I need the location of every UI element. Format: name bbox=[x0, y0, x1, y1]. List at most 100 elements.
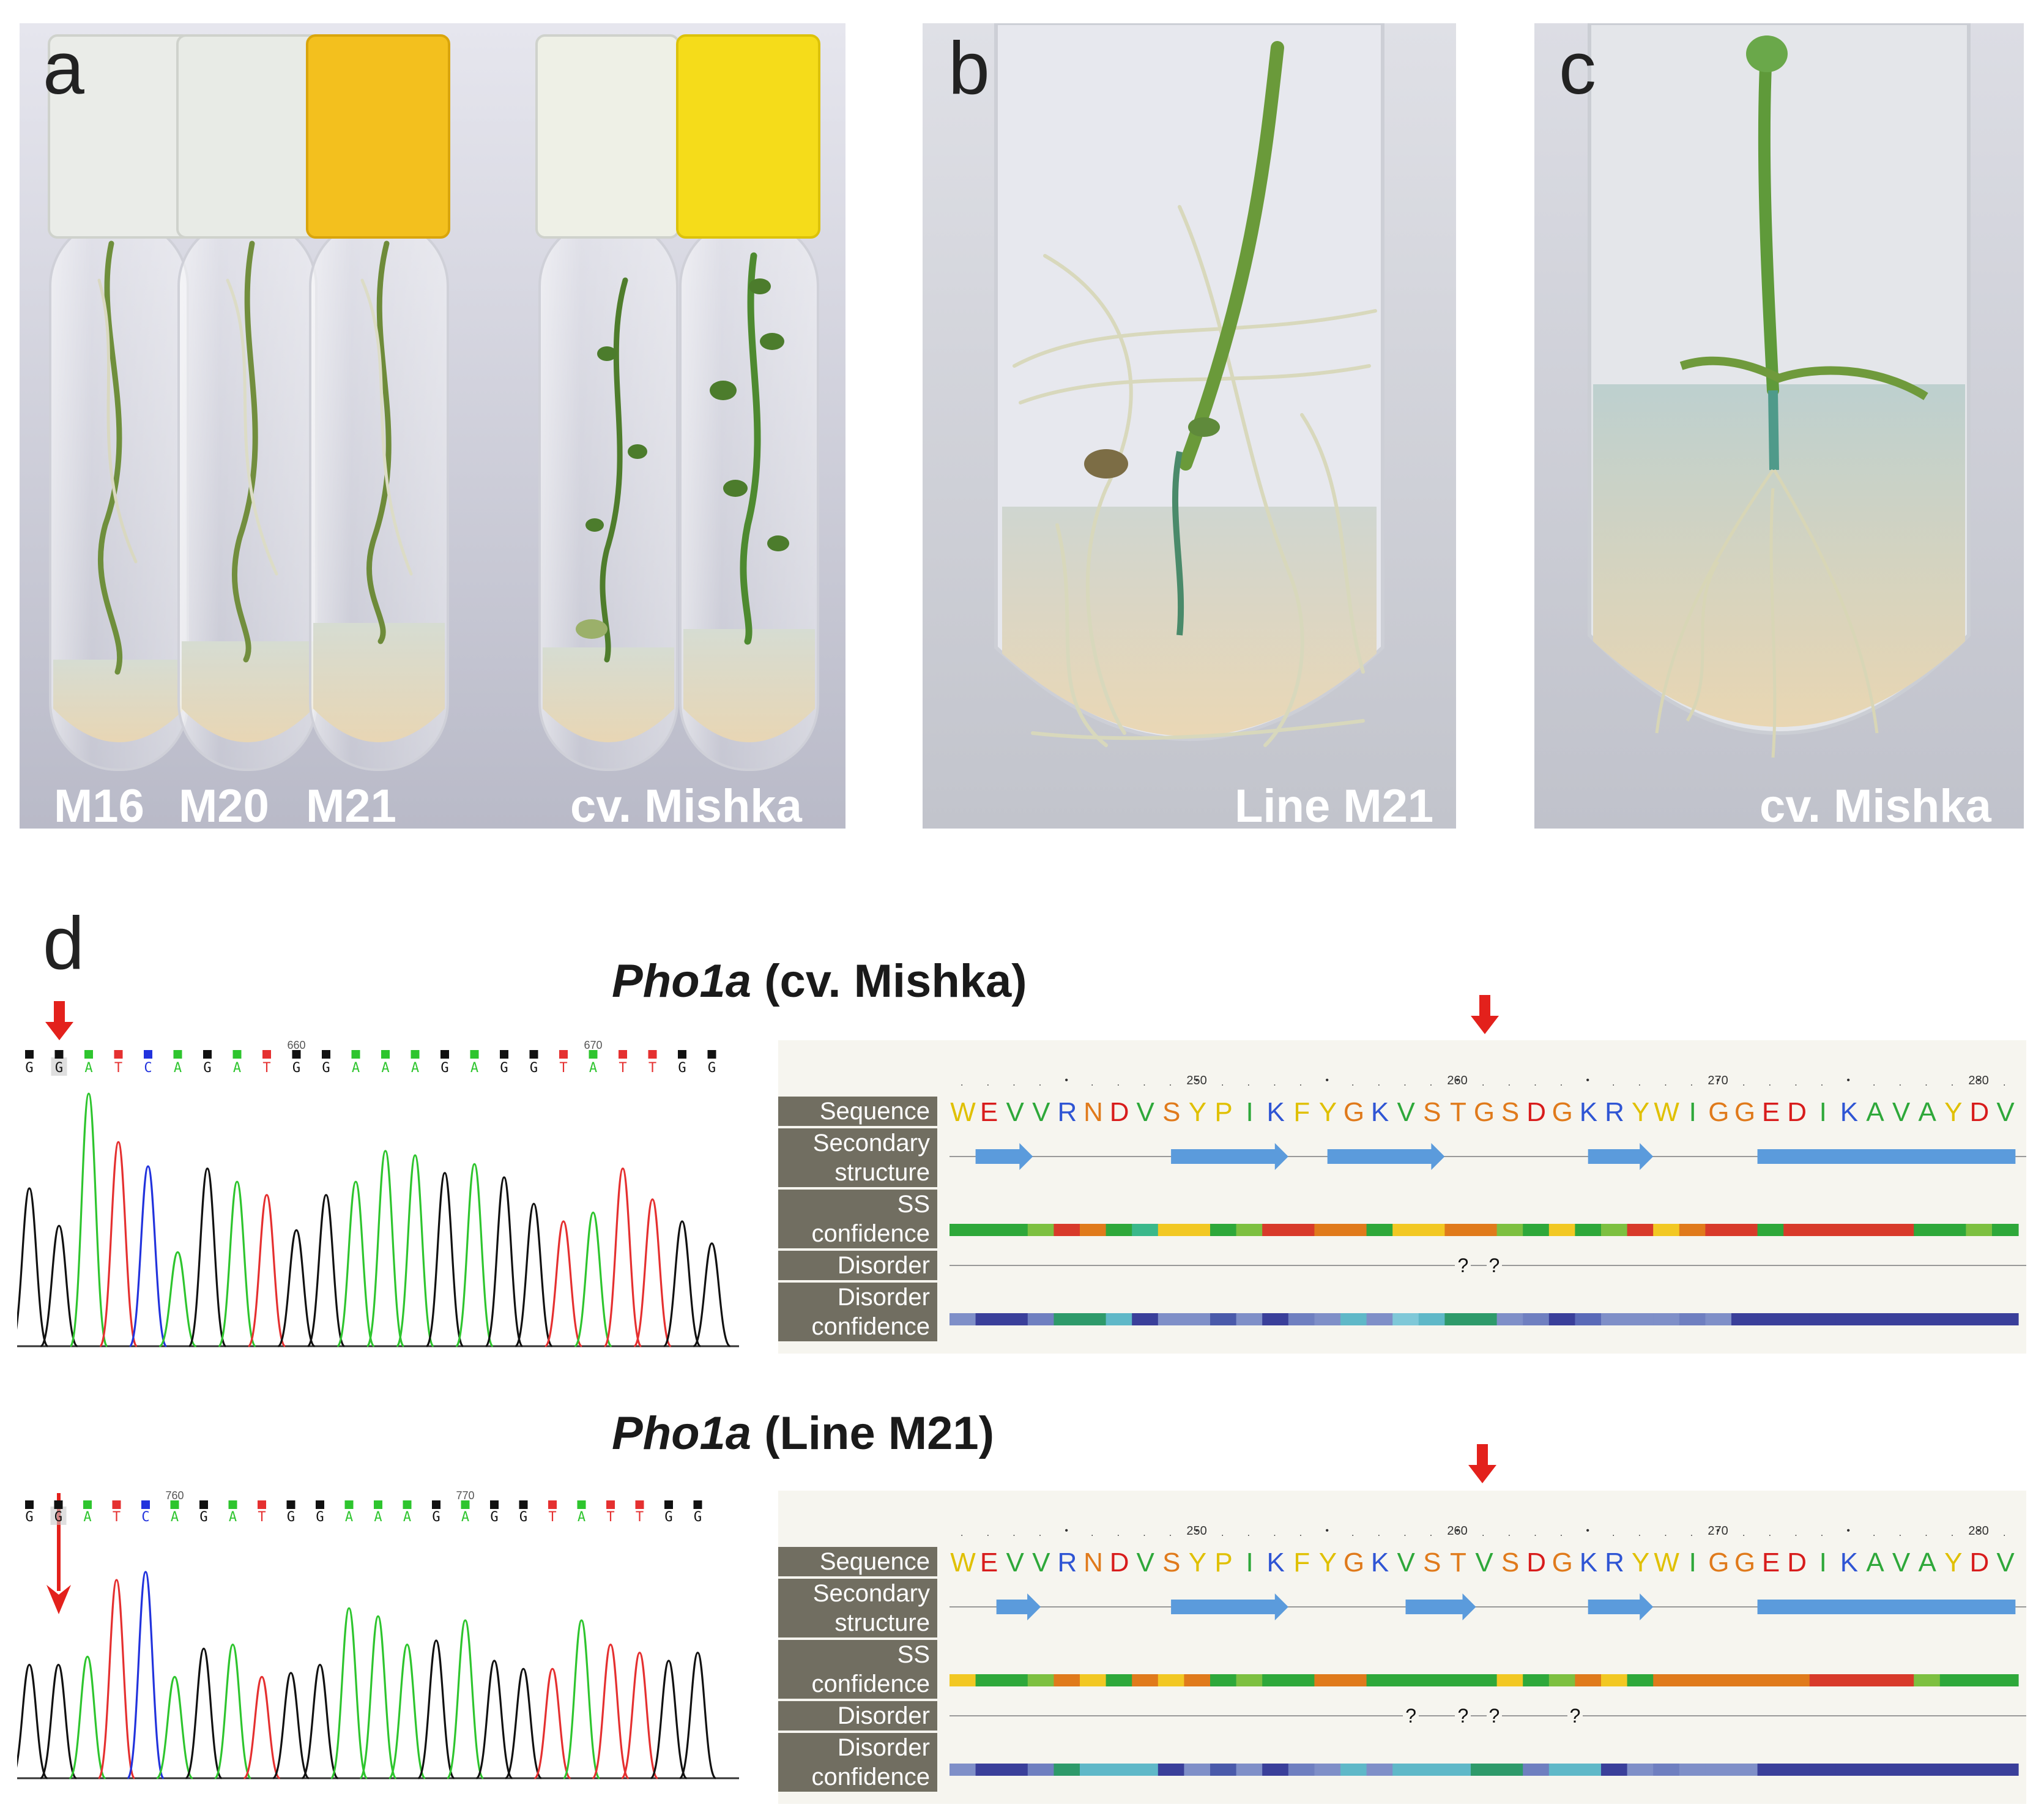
confidence-segment bbox=[1080, 1674, 1107, 1686]
confidence-segment bbox=[1835, 1224, 1862, 1236]
confidence-segment bbox=[1627, 1674, 1654, 1686]
amino-acid: E bbox=[1761, 1097, 1780, 1127]
base-call-marker bbox=[173, 1050, 182, 1059]
base-call-letter: A bbox=[374, 1510, 382, 1525]
ruler-dot: . bbox=[1559, 1528, 1563, 1538]
base-call-marker bbox=[114, 1050, 123, 1059]
amino-acid: W bbox=[1654, 1548, 1679, 1578]
confidence-segment bbox=[1366, 1674, 1394, 1686]
ruler-dot: . bbox=[1794, 1078, 1797, 1088]
gene-name: Pho1a bbox=[612, 955, 752, 1007]
trace-peak-A bbox=[330, 1607, 368, 1779]
base-call-letter: T bbox=[114, 1060, 122, 1076]
base-call-marker bbox=[589, 1050, 598, 1059]
trace-peak-G bbox=[514, 1202, 554, 1347]
base-call-letter: A bbox=[470, 1060, 478, 1076]
amino-acid: V bbox=[1006, 1548, 1024, 1578]
photo-panel-c bbox=[1534, 23, 2024, 829]
amino-acid: S bbox=[1423, 1548, 1441, 1578]
ruler-dot: • bbox=[1846, 1526, 1850, 1536]
disorder-confidence-bar bbox=[950, 1764, 2019, 1776]
amino-acid: Y bbox=[1631, 1097, 1650, 1127]
base-call-marker bbox=[262, 1050, 271, 1059]
base-call-letter: G bbox=[500, 1060, 508, 1076]
trace-peak-A bbox=[446, 1619, 485, 1779]
ruler-dot: • bbox=[1195, 1526, 1199, 1536]
confidence-segment bbox=[1210, 1313, 1237, 1325]
base-call-marker bbox=[141, 1500, 150, 1509]
confidence-segment bbox=[1627, 1764, 1654, 1776]
base-call-letter: G bbox=[322, 1060, 330, 1076]
confidence-segment bbox=[1575, 1313, 1602, 1325]
amino-acid: V bbox=[1397, 1548, 1415, 1578]
confidence-segment bbox=[975, 1674, 1003, 1686]
confidence-segment bbox=[1444, 1313, 1471, 1325]
confidence-segment bbox=[1288, 1674, 1315, 1686]
confidence-segment bbox=[1002, 1313, 1028, 1325]
amino-acid: G bbox=[1343, 1097, 1365, 1127]
ruler-dot: . bbox=[1820, 1078, 1824, 1088]
mutation-arrow-chromatogram-2 bbox=[46, 1493, 71, 1614]
base-call-letter: T bbox=[649, 1060, 656, 1076]
ruler-dot: . bbox=[1742, 1078, 1745, 1088]
confidence-segment bbox=[1027, 1224, 1055, 1236]
confidence-segment bbox=[1887, 1764, 1915, 1776]
tube-label-m20: M20 bbox=[179, 780, 269, 832]
amino-acid: E bbox=[1761, 1548, 1780, 1578]
base-call-letter: G bbox=[432, 1510, 440, 1525]
base-call-letter: A bbox=[345, 1510, 353, 1525]
amino-acid: K bbox=[1840, 1548, 1859, 1578]
confidence-segment bbox=[1210, 1674, 1237, 1686]
amino-acid: V bbox=[1032, 1097, 1050, 1127]
row-label-sequence: Sequence bbox=[778, 1097, 937, 1126]
confidence-segment bbox=[1444, 1224, 1471, 1236]
confidence-segment bbox=[1705, 1313, 1732, 1325]
confidence-segment bbox=[1236, 1224, 1263, 1236]
confidence-segment bbox=[950, 1313, 976, 1325]
confidence-segment bbox=[1887, 1674, 1915, 1686]
trace-peak-A bbox=[573, 1211, 613, 1347]
confidence-segment bbox=[1080, 1764, 1107, 1776]
amino-acid: S bbox=[1501, 1097, 1520, 1127]
beta-strand bbox=[1588, 1143, 1654, 1170]
confidence-segment bbox=[1575, 1764, 1602, 1776]
ruler-dot: . bbox=[1950, 1528, 1954, 1538]
row-label-disorder: Disorder bbox=[778, 1251, 937, 1280]
trace-peak-A bbox=[217, 1180, 257, 1347]
beta-strand bbox=[996, 1593, 1041, 1620]
base-call-marker bbox=[170, 1500, 179, 1509]
confidence-segment bbox=[1939, 1764, 1967, 1776]
trace-peak-A bbox=[214, 1643, 252, 1779]
base-call-marker bbox=[577, 1500, 586, 1509]
confidence-segment bbox=[1496, 1674, 1524, 1686]
confidence-segment bbox=[1080, 1313, 1107, 1325]
ruler-dot: . bbox=[1221, 1078, 1224, 1088]
amino-acid: D bbox=[1787, 1548, 1807, 1578]
confidence-segment bbox=[1887, 1224, 1915, 1236]
confidence-segment bbox=[1679, 1764, 1706, 1776]
confidence-segment bbox=[1054, 1764, 1080, 1776]
confidence-segment bbox=[1262, 1764, 1289, 1776]
amino-acid: A bbox=[1866, 1548, 1884, 1578]
base-call-letter: G bbox=[678, 1060, 686, 1076]
confidence-segment bbox=[1262, 1674, 1289, 1686]
confidence-segment bbox=[1132, 1674, 1159, 1686]
trace-peak-G bbox=[184, 1647, 223, 1779]
base-call-letter: A bbox=[174, 1060, 182, 1076]
ruler-dot: . bbox=[1794, 1528, 1797, 1538]
ruler-dot: . bbox=[1898, 1078, 1902, 1088]
ruler-dot: • bbox=[1716, 1526, 1720, 1536]
ruler-dot: . bbox=[1169, 1078, 1172, 1088]
ruler-dot: . bbox=[1091, 1528, 1094, 1538]
trace-peak-G bbox=[272, 1672, 310, 1779]
row-label-ss-confidence: SS confidence bbox=[778, 1190, 937, 1248]
ruler-dot: . bbox=[1534, 1528, 1537, 1538]
confidence-segment bbox=[1966, 1224, 1993, 1236]
ruler-dot: . bbox=[961, 1528, 964, 1538]
confidence-segment bbox=[1444, 1674, 1471, 1686]
confidence-segment bbox=[1106, 1224, 1133, 1236]
confidence-segment bbox=[1653, 1313, 1680, 1325]
base-call-letter: A bbox=[352, 1060, 360, 1076]
amino-acid: V bbox=[1475, 1548, 1493, 1578]
